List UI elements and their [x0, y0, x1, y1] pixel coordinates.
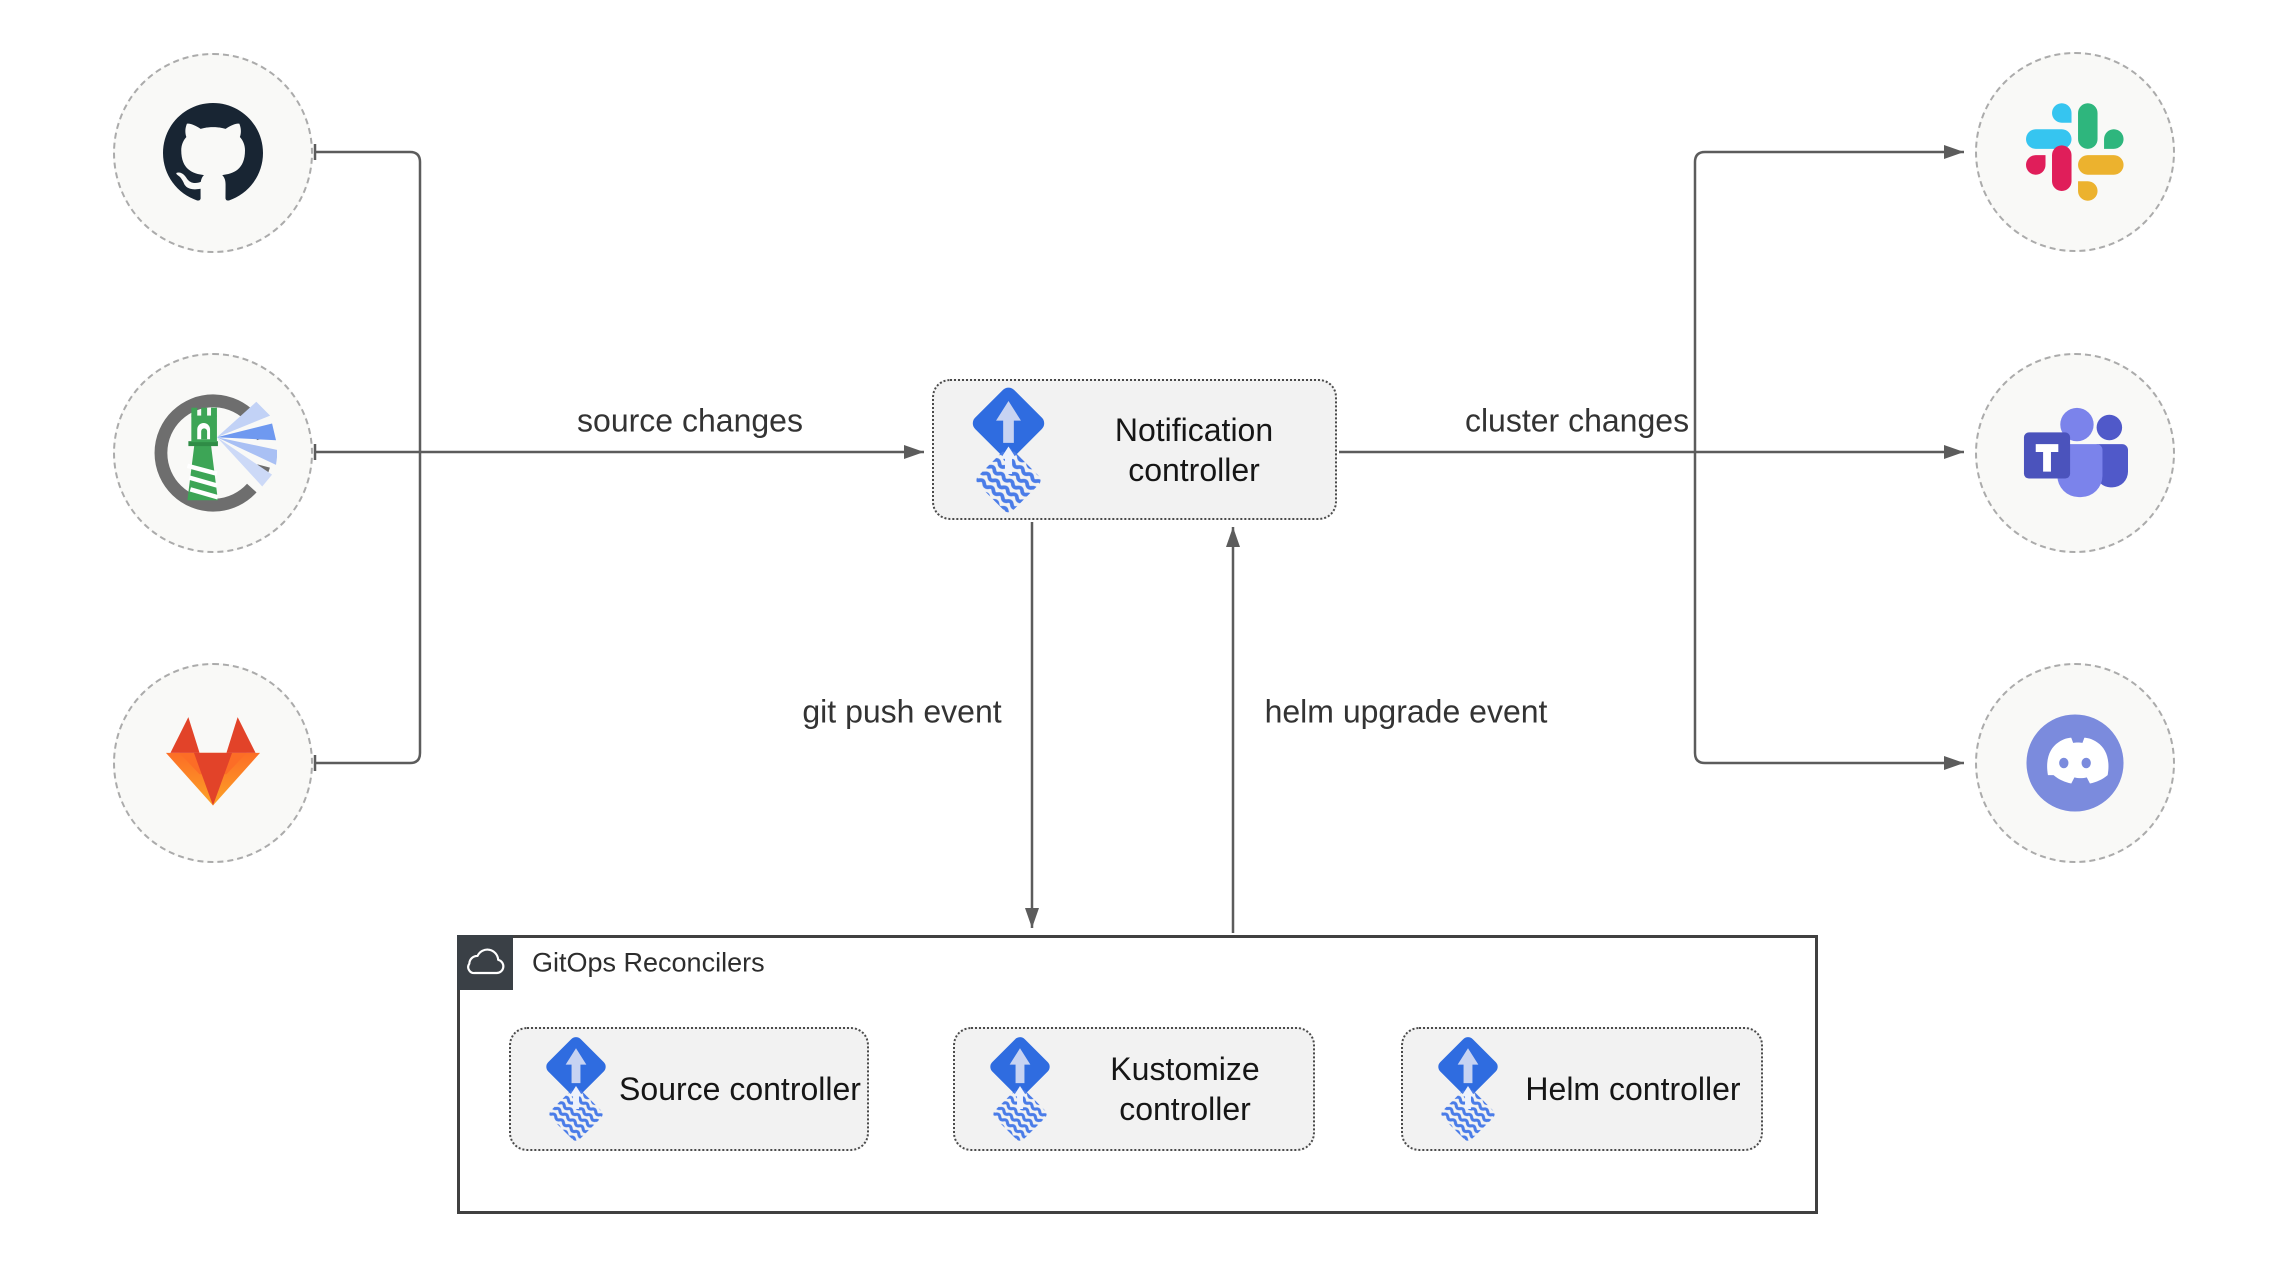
- kustomize-controller-label: Kustomize controller: [1110, 1051, 1260, 1127]
- github-icon: [163, 103, 263, 201]
- edge-gitlab-to-bus: [315, 452, 422, 765]
- notifier-teams: [1975, 353, 2175, 553]
- edge-label-source-changes: source changes: [577, 402, 803, 439]
- flux-logo-icon: [987, 1034, 1053, 1143]
- notifier-discord: [1975, 663, 2175, 863]
- edge-label-git-push-event: git push event: [802, 693, 1002, 730]
- edge-github-to-bus: [315, 150, 422, 452]
- kustomize-controller-node: Kustomize controller: [953, 1027, 1315, 1151]
- edge-label-helm-upgrade-event: helm upgrade event: [1264, 693, 1548, 730]
- edge-label-cluster-changes: cluster changes: [1464, 402, 1690, 439]
- source-harbor: [113, 353, 313, 553]
- cloud-icon: [467, 948, 505, 974]
- flux-logo-icon: [969, 383, 1048, 515]
- group-badge: [457, 935, 513, 990]
- helm-controller-label: Helm controller: [1525, 1071, 1741, 1107]
- gitlab-icon: [165, 717, 261, 806]
- notification-controller-label: Notification controller: [1114, 411, 1274, 488]
- notification-controller-node: Notification controller: [932, 379, 1337, 520]
- source-controller-node: Source controller: [509, 1027, 869, 1151]
- edge-bus-to-discord: [1693, 452, 1964, 770]
- edge-bus-to-slack: [1693, 145, 1964, 452]
- slack-icon: [2026, 103, 2124, 201]
- source-gitlab: [113, 663, 313, 863]
- flux-logo-icon: [543, 1034, 609, 1143]
- flux-logo-icon: [1435, 1034, 1501, 1143]
- source-github: [113, 53, 313, 253]
- discord-icon: [2026, 714, 2124, 812]
- source-controller-label: Source controller: [619, 1071, 861, 1107]
- notifier-slack: [1975, 52, 2175, 252]
- helm-controller-node: Helm controller: [1401, 1027, 1763, 1151]
- group-title: GitOps Reconcilers: [532, 947, 765, 978]
- harbor-lighthouse-icon: [154, 394, 277, 512]
- microsoft-teams-icon: [2023, 407, 2128, 498]
